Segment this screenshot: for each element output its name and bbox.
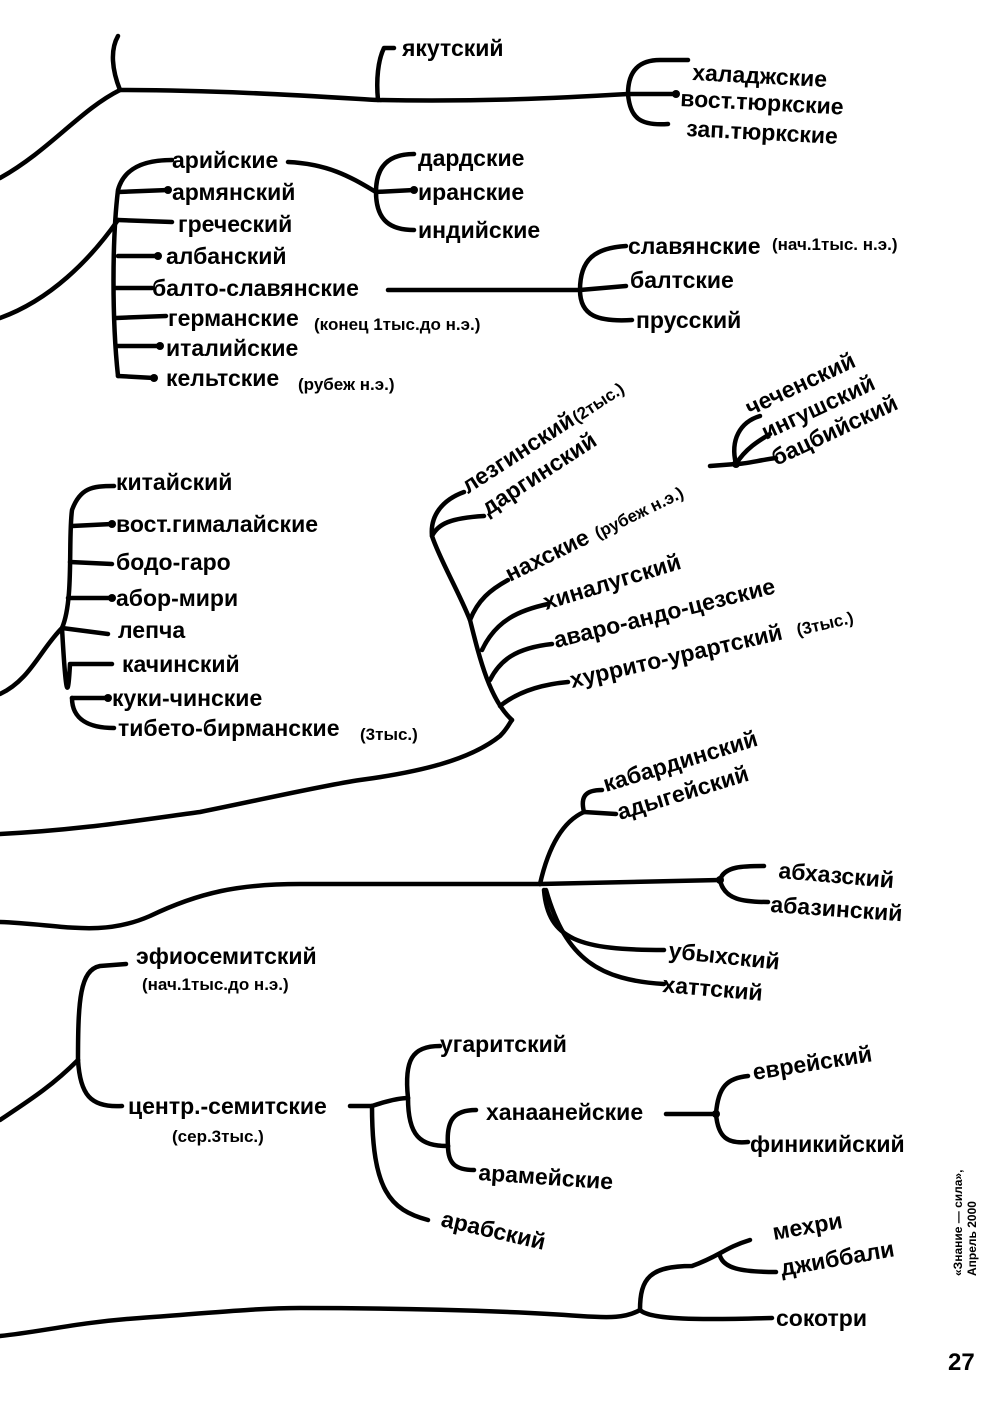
note-tibeto-burman: (3тыс.) (360, 725, 418, 744)
label-ugaritic: угаритский (440, 1031, 567, 1057)
label-balto-slavic: балто-славянские (152, 275, 359, 301)
label-west-turkic: зап.тюркские (686, 115, 839, 149)
label-bodo-garo: бодо-гаро (116, 549, 231, 575)
label-aramaic: арамейские (478, 1159, 614, 1194)
east-caucasian-branch (0, 413, 779, 837)
label-indian: индийские (418, 217, 540, 243)
label-ubykh: убыхский (667, 937, 781, 975)
indo-european-branch (0, 151, 635, 382)
label-slavic: славянские (628, 233, 761, 259)
note-ethiosemitic: (нач.1тыс.до н.э.) (142, 975, 289, 994)
label-soqotri: сокотри (776, 1305, 867, 1331)
label-arabic: арабский (439, 1206, 548, 1255)
label-albanian: албанский (166, 243, 287, 269)
page-number: 27 (948, 1349, 975, 1376)
note-slavic: (нач.1тыс. н.э.) (772, 235, 898, 254)
label-abaza: абазинский (770, 891, 904, 926)
note-nakh: (рубеж н.э.) (592, 483, 687, 542)
semitic-branch (0, 961, 779, 1339)
label-baltic: балтские (630, 267, 734, 293)
note-central-semitic: (сер.3тыс.) (172, 1127, 264, 1146)
label-celtic: кельтские (166, 365, 279, 391)
source-line-2: Апрель 2000 (965, 1201, 979, 1276)
label-chinese: китайский (116, 469, 232, 495)
label-central-semitic: центр.-семитские (128, 1093, 327, 1119)
turkic-branch (0, 33, 691, 181)
label-greek: греческий (178, 211, 292, 237)
note-celtic: (рубеж н.э.) (298, 375, 395, 394)
label-east-himalayan: вост.гималайские (116, 511, 318, 537)
label-hattic: хаттский (662, 971, 764, 1006)
label-abkhaz: абхазский (778, 857, 896, 893)
label-dardic: дардские (418, 145, 524, 171)
label-iranian: иранские (418, 179, 524, 205)
note-lezgin: (2тыс.) (569, 379, 628, 426)
note-hurro-urartian: (3тыс.) (795, 608, 856, 640)
label-ethiosemitic: эфиосемитский (136, 943, 317, 969)
label-kuki-chin: куки-чинские (112, 685, 262, 711)
label-tibeto-burman: тибето-бирманские (118, 715, 340, 741)
label-prussian: прусский (636, 307, 741, 333)
label-aryan: арийские (172, 147, 278, 173)
label-mehri: мехри (770, 1207, 844, 1245)
label-kachin: качинский (122, 651, 240, 677)
label-yakut: якутский (401, 35, 504, 61)
label-lepcha: лепча (118, 617, 185, 643)
label-armenian: армянский (172, 179, 295, 205)
label-phoenician: финикийский (750, 1131, 905, 1157)
label-abor-miri: абор-мири (116, 585, 238, 611)
label-canaanite: ханаанейские (486, 1099, 643, 1125)
label-italic: италийские (166, 335, 298, 361)
sino-tibetan-branch (0, 483, 117, 731)
source-line-1: «Знание — сила», (951, 1170, 965, 1276)
west-caucasian-branch (0, 787, 771, 987)
label-jibbali: джиббали (778, 1235, 896, 1281)
label-germanic: германские (168, 305, 299, 331)
label-hebrew: еврейский (751, 1040, 874, 1085)
note-germanic: (конец 1тыс.до н.э.) (314, 315, 480, 334)
